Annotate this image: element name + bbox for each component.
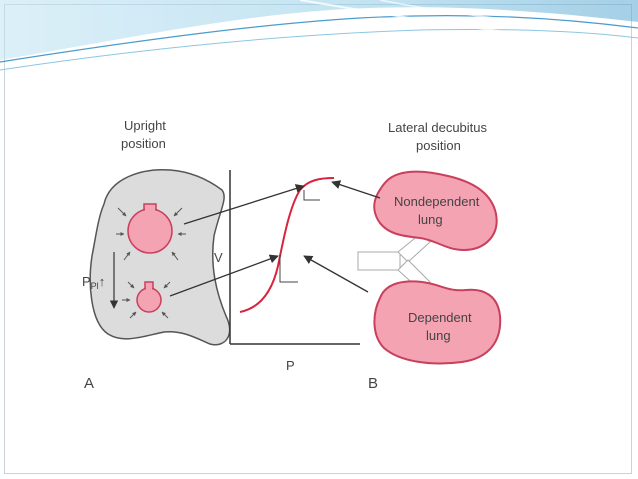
- graph-y-axis-label: V: [214, 250, 223, 265]
- upper-alveolus: [127, 203, 173, 254]
- dependent-lung-label-line1: Dependent: [408, 310, 472, 325]
- nondependent-lung: [373, 170, 498, 252]
- thorax-outline: [89, 169, 231, 346]
- panel-a-letter: A: [84, 375, 94, 392]
- pressure-volume-graph-axes: [229, 170, 360, 345]
- dependent-lung: [373, 280, 502, 365]
- arrow-upper-alveolus-to-curve: [183, 184, 305, 225]
- panel-b-title-line2: position: [416, 138, 461, 153]
- header-swoosh-decoration: [0, 0, 638, 71]
- pleural-pressure-label: PPl↑: [82, 274, 105, 291]
- lower-slope-marker: [279, 254, 298, 283]
- panel-a-title-line2: position: [121, 136, 166, 151]
- arrow-dependent-lung-to-curve: [303, 255, 369, 293]
- arrow-nondependent-lung-to-curve: [331, 180, 381, 199]
- arrow-lower-alveolus-to-curve: [169, 254, 279, 297]
- figure-drawing: Upright position: [82, 118, 502, 392]
- compliance-curve: [239, 177, 335, 313]
- dependent-lung-label-line2: lung: [426, 328, 451, 343]
- graph-x-axis-label: P: [286, 358, 295, 373]
- upper-slope-marker: [303, 190, 320, 201]
- panel-b-title-line1: Lateral decubitus: [388, 120, 488, 135]
- lower-alveolus-force-arrows: [122, 281, 171, 319]
- lower-alveolus: [136, 281, 162, 313]
- panel-a-title-line1: Upright: [124, 118, 166, 133]
- lung-compliance-figure: Upright position: [64, 86, 572, 396]
- upper-alveolus-force-arrows: [116, 207, 186, 261]
- nondependent-lung-label-line1: Nondependent: [394, 194, 480, 209]
- nondependent-lung-label-line2: lung: [418, 212, 443, 227]
- panel-b-letter: B: [368, 375, 378, 392]
